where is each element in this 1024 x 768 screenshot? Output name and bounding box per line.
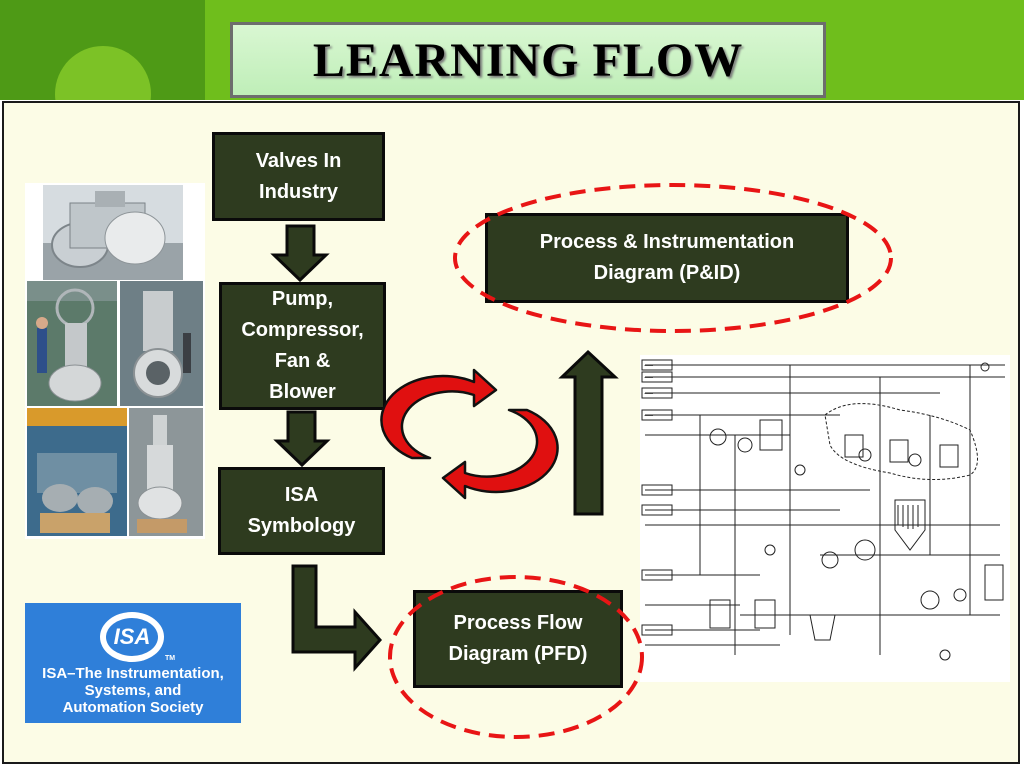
flow-box-pid-label: Process & Instrumentation Diagram (P&ID): [539, 231, 795, 284]
valve-photos-image: [25, 183, 205, 539]
header-band-accent: [0, 0, 205, 100]
svg-text:———: ———: [644, 363, 654, 369]
highlight-ellipse-pid: [453, 183, 893, 333]
flow-box-process-flow-diagram: Process Flow Diagram (PFD): [413, 590, 623, 688]
title-box: LEARNING FLOW: [230, 22, 826, 98]
valve-photo-collage: [25, 183, 205, 539]
up-arrow: [558, 349, 619, 516]
isa-logo-ring: ISA: [100, 612, 164, 662]
isa-logo: ISA TM ISA–The Instrumentation, Systems,…: [25, 603, 241, 723]
flow-box-pump-compressor: Pump, Compressor, Fan & Blower: [219, 282, 386, 410]
pid-drawing-image: ——— ——— ——— ———: [640, 355, 1010, 682]
flow-box-valves-in-industry: Valves In Industry: [212, 132, 385, 221]
flow-box-valves-label: Valves In Industry: [255, 149, 342, 203]
svg-text:———: ———: [644, 375, 654, 381]
isa-trademark: TM: [165, 655, 176, 662]
cycle-arrows-icon: [380, 368, 559, 500]
flow-box-isa-symbology: ISA Symbology: [218, 467, 385, 555]
svg-text:———: ———: [644, 413, 654, 419]
flow-box-isa-label: ISA Symbology: [247, 484, 356, 537]
pid-schematic: ——— ——— ——— ———: [641, 359, 1005, 661]
down-arrow-2: [273, 410, 331, 468]
isa-logo-mark: ISA: [106, 618, 158, 656]
svg-text:———: ———: [644, 391, 654, 397]
down-arrow-1: [270, 224, 330, 283]
highlight-ellipse-pfd: [388, 575, 644, 739]
bent-arrow-to-pfd: [291, 564, 383, 672]
flow-box-pid: Process & Instrumentation Diagram (P&ID): [485, 213, 849, 303]
slide-title: LEARNING FLOW: [312, 33, 744, 87]
flow-box-pump-label: Pump, Compressor, Fan & Blower: [241, 288, 364, 403]
flow-box-pfd-label: Process Flow Diagram (PFD): [448, 612, 588, 665]
isa-logo-caption: ISA–The Instrumentation, Systems, and Au…: [42, 665, 224, 716]
